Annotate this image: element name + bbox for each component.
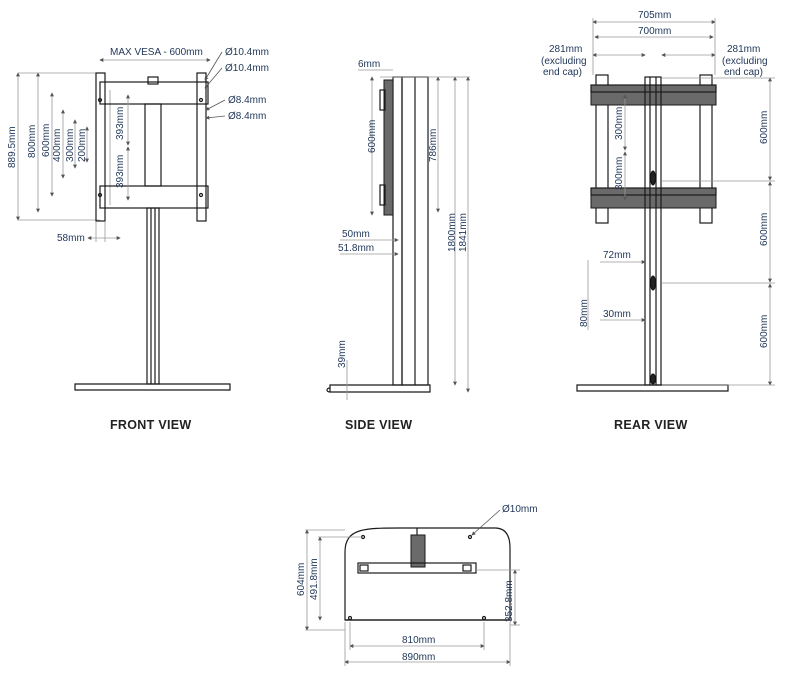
front-view: MAX VESA - 600mm Ø10.4mm Ø10.4mm Ø8.4mm … <box>7 47 269 432</box>
diameter-label: Ø8.4mm <box>228 95 266 106</box>
height-label: 889.5mm <box>7 126 18 168</box>
note-label: (excluding <box>722 56 768 67</box>
height-label: 600mm <box>41 124 52 157</box>
rear-view-title: REAR VIEW <box>614 418 688 432</box>
height-label: 786mm <box>428 129 439 162</box>
height-label: 600mm <box>759 213 770 246</box>
note-label: end cap) <box>724 67 763 78</box>
height-label: 1800mm <box>447 213 458 252</box>
note-label: end cap) <box>543 67 582 78</box>
side-view: 6mm 600mm 786mm 1800mm 1841mm 50mm 51.8m… <box>326 59 470 432</box>
width-label: 700mm <box>638 26 671 37</box>
side-view-title: SIDE VIEW <box>345 418 412 432</box>
rear-view: 705mm 700mm 281mm (excluding end cap) 28… <box>541 10 775 432</box>
height-label: 39mm <box>337 340 348 368</box>
height-label: 80mm <box>579 299 590 327</box>
front-view-title: FRONT VIEW <box>110 418 191 432</box>
height-label: 600mm <box>759 111 770 144</box>
height-label: 352.8mm <box>504 580 515 622</box>
height-label: 400mm <box>52 129 63 162</box>
width-label: 810mm <box>402 635 435 646</box>
note-label: (excluding <box>541 56 587 67</box>
width-label: 51.8mm <box>338 243 374 254</box>
width-label: 705mm <box>638 10 671 21</box>
height-label: 200mm <box>77 129 88 162</box>
width-label: 30mm <box>603 309 631 320</box>
width-label: 890mm <box>402 652 435 663</box>
width-label: 72mm <box>603 250 631 261</box>
height-label: 393mm <box>115 155 126 188</box>
width-label: 58mm <box>57 233 85 244</box>
height-label: 393mm <box>115 107 126 140</box>
height-label: 300mm <box>614 107 625 140</box>
height-label: 491.8mm <box>309 558 320 600</box>
width-label: 50mm <box>342 229 370 240</box>
height-label: 600mm <box>759 315 770 348</box>
height-label: 604mm <box>296 563 307 596</box>
height-label: 300mm <box>65 129 76 162</box>
height-label: 1841mm <box>458 213 469 252</box>
width-label: 281mm <box>549 44 582 55</box>
width-label: 6mm <box>358 59 380 70</box>
max-vesa-label: MAX VESA - 600mm <box>110 47 203 58</box>
diameter-label: Ø10.4mm <box>225 63 269 74</box>
width-label: 281mm <box>727 44 760 55</box>
diameter-label: Ø10mm <box>502 504 538 515</box>
base-top-view: Ø10mm 604mm 491.8mm 352.8mm 810mm 890mm <box>296 504 538 666</box>
height-label: 300mm <box>614 157 625 190</box>
diameter-label: Ø10.4mm <box>225 47 269 58</box>
diameter-label: Ø8.4mm <box>228 111 266 122</box>
height-label: 600mm <box>367 120 378 153</box>
height-label: 800mm <box>27 125 38 158</box>
